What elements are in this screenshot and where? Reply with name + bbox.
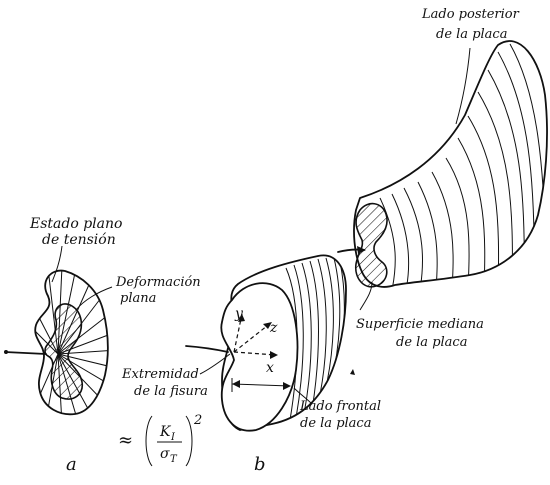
formula-exponent: 2 (193, 413, 202, 428)
front-body-shading (285, 257, 345, 421)
label-deformacion-1: Deformación (115, 275, 201, 290)
y-axis-arrow (238, 314, 245, 322)
formula-sigma: σ (160, 446, 170, 462)
panel-a-crack (4, 351, 47, 355)
panel-a-crack-dot (4, 350, 8, 354)
labels: Estado plano de tensión Deformación plan… (29, 7, 520, 475)
panel-b-crack (185, 345, 229, 353)
x-axis-arrow (270, 351, 278, 359)
label-extremidad-1: Extremidad (121, 367, 199, 382)
back-funnel-shading (379, 43, 547, 287)
formula-k-sub: I (170, 432, 176, 443)
label-lado-posterior-1: Lado posterior (421, 7, 520, 22)
coordinate-axes (233, 313, 278, 359)
label-lado-frontal-2: de la placa (300, 416, 371, 431)
panel-a-drawing (4, 245, 113, 416)
leader-lado-frontal (293, 387, 313, 405)
axis-z-label: z (269, 320, 278, 336)
formula-k: K (159, 424, 172, 440)
panel-a-outer-contour (34, 269, 109, 416)
label-lado-posterior-2: de la placa (436, 27, 507, 42)
formula-sigma-sub: T (170, 454, 178, 465)
label-superficie-1: Superficie mediana (356, 317, 484, 332)
label-lado-frontal-1: Lado frontal (299, 399, 381, 414)
back-funnel-outline (353, 40, 548, 288)
label-estado-plano-1: Estado plano (29, 216, 122, 232)
label-estado-plano-2: de tensión (42, 232, 116, 248)
formula-approx: ≈ (118, 430, 133, 451)
panel-b-back-body (337, 40, 548, 311)
back-crack-arrow (357, 246, 366, 254)
leader-deformacion (75, 286, 113, 311)
panel-a-plane-strain-zone (44, 303, 84, 400)
formula: ≈ K I σ T 2 (118, 413, 202, 467)
formula-left-paren (145, 415, 153, 467)
label-superficie-2: de la placa (396, 335, 467, 350)
label-deformacion-2: plana (120, 291, 156, 306)
panel-a-label: a (66, 454, 77, 475)
small-mark (350, 369, 355, 375)
leader-lado-posterior (455, 47, 471, 125)
front-face (220, 282, 299, 432)
panel-b-front-body (185, 254, 355, 432)
leader-extremidad (199, 353, 231, 375)
panel-b-label: b (254, 454, 266, 475)
formula-right-paren (185, 415, 193, 467)
back-cross-section (354, 202, 388, 288)
leader-superficie (359, 281, 373, 311)
label-extremidad-2: de la fisura (134, 384, 208, 399)
axis-x-label: x (266, 360, 274, 376)
axis-y-label: y (234, 306, 244, 322)
zone-width-dimension (231, 378, 291, 392)
leader-estado-plano (51, 245, 63, 283)
z-axis-arrow (263, 322, 272, 329)
